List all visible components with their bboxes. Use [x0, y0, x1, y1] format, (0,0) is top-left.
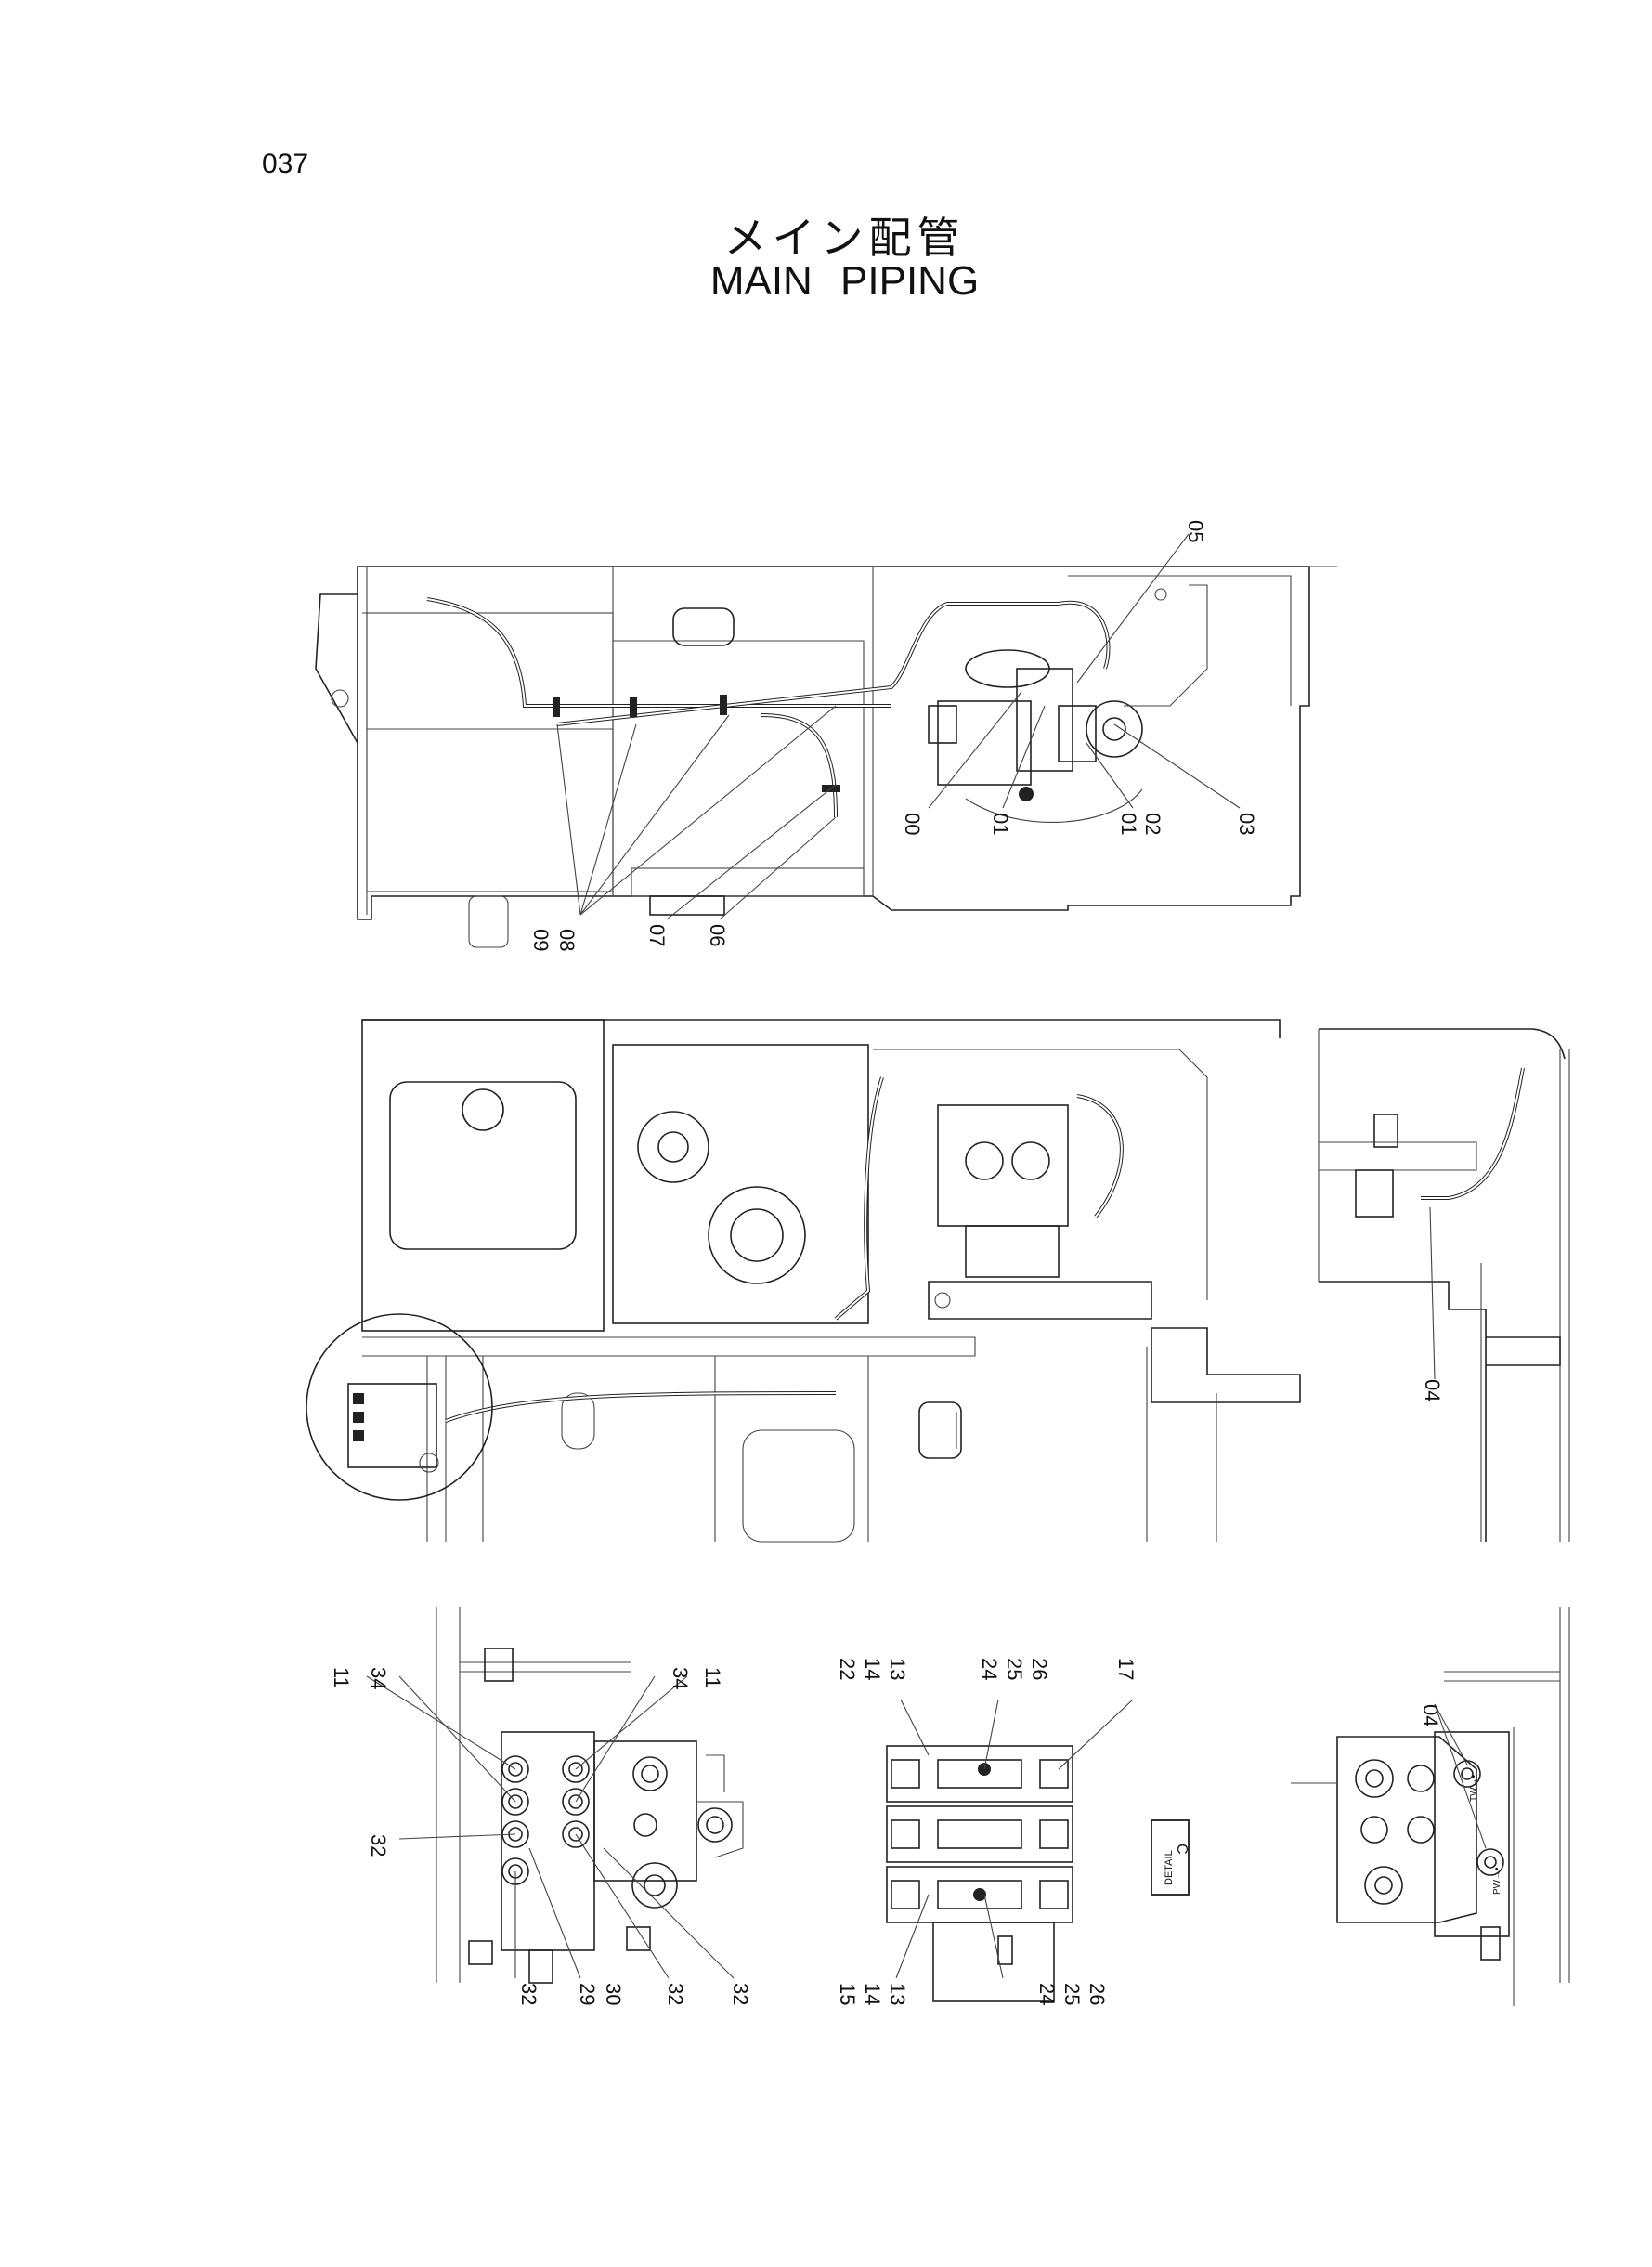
bottom-center-view [886, 1699, 1190, 2002]
callout-06: 06 [706, 924, 729, 946]
callout-14-bot: 14 [861, 1983, 884, 2005]
tw-label: TW→• [1469, 1774, 1479, 1802]
callout-32-b: 32 [517, 1983, 540, 2005]
callout-01-02b: 02 [1141, 813, 1164, 835]
callout-15: 15 [836, 1983, 859, 2005]
callout-11-right: 11 [701, 1667, 724, 1688]
callout-00: 00 [901, 813, 924, 835]
page-number: 037 [262, 149, 309, 179]
callout-25-top: 25 [1003, 1658, 1026, 1680]
pw-label: PW→• [1492, 1867, 1502, 1895]
bottom-left-view [366, 1607, 744, 1984]
callout-32-c: 32 [664, 1983, 687, 2005]
callout-11-left: 11 [330, 1667, 353, 1688]
callout-34-left: 34 [367, 1667, 390, 1689]
callout-26-top: 26 [1028, 1658, 1051, 1680]
callout-14-top: 14 [861, 1658, 884, 1680]
callout-17: 17 [1114, 1658, 1138, 1680]
callout-13-bot: 13 [886, 1983, 909, 2005]
callout-24-bot: 24 [1035, 1983, 1059, 2005]
callout-24-top: 24 [978, 1658, 1001, 1680]
callout-05: 05 [1184, 520, 1207, 542]
callout-01-02: 01 [1117, 813, 1140, 835]
callout-08: 08 [555, 929, 579, 951]
callout-04-mid: 04 [1421, 1379, 1444, 1401]
callout-13-top: 13 [886, 1658, 909, 1680]
callout-22: 22 [836, 1658, 859, 1680]
callout-30: 30 [602, 1983, 625, 2005]
callout-34-right: 34 [669, 1667, 692, 1689]
callout-32-d: 32 [729, 1983, 752, 2005]
bottom-right-view [1291, 1607, 1570, 2006]
detail-label: DETAIL [1164, 1850, 1175, 1885]
detail-box [1151, 1819, 1190, 1896]
callout-25-bot: 25 [1060, 1983, 1084, 2005]
detail-letter: C [1174, 1844, 1190, 1855]
callout-03: 03 [1235, 813, 1258, 835]
callout-07: 07 [645, 924, 669, 946]
title-english: MAIN PIPING [709, 258, 980, 304]
callout-32-a: 32 [367, 1834, 390, 1857]
callout-04-right: 04 [1419, 1704, 1442, 1726]
callout-29: 29 [576, 1983, 599, 2005]
middle-view [306, 1019, 1570, 1543]
top-view [315, 533, 1337, 948]
callout-26-bot: 26 [1086, 1983, 1109, 2005]
callout-09: 09 [529, 929, 553, 951]
callout-01: 01 [989, 813, 1012, 835]
title-japanese: メイン配管 [723, 213, 966, 263]
